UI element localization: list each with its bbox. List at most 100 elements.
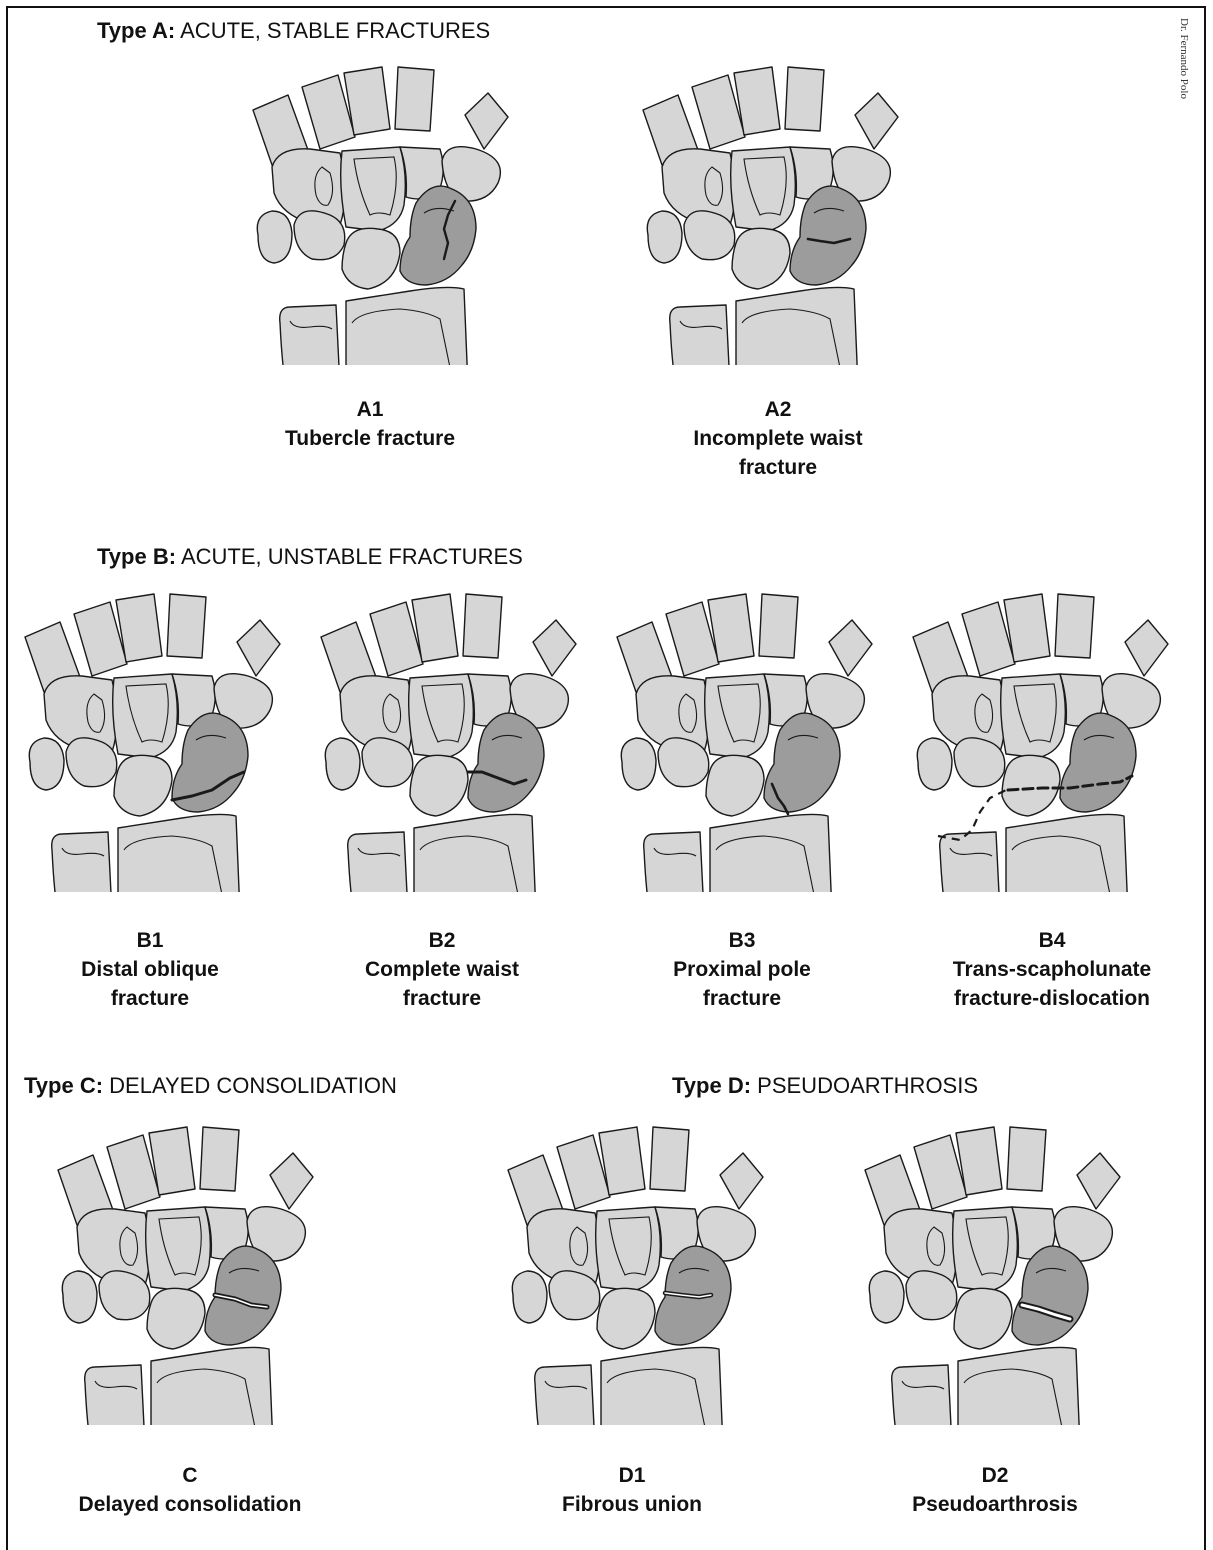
caption-b1: B1 Distal oblique fracture [0, 926, 300, 1013]
metacarpal-1-bone [237, 620, 280, 676]
ulna-bone [892, 1365, 952, 1425]
metacarpal-1-bone [855, 93, 898, 149]
pisiform-bone [869, 1271, 904, 1323]
panel-title-line2: fracture [0, 984, 300, 1013]
pisiform-bone [512, 1271, 547, 1323]
panel-code: B4 [902, 926, 1202, 955]
panel-code: A2 [628, 395, 928, 424]
panel-title: Tubercle fracture [220, 424, 520, 453]
panel-code: B2 [292, 926, 592, 955]
radius-bone [736, 287, 858, 365]
caption-d2: D2 Pseudoarthrosis [845, 1461, 1145, 1519]
lunate-bone [147, 1288, 205, 1349]
panel-title: Fibrous union [482, 1490, 782, 1519]
panel-title: Distal oblique [0, 955, 300, 984]
scaphoid-bone [400, 186, 476, 285]
ulna-bone [940, 832, 1000, 892]
caption-b4: B4 Trans-scapholunate fracture-dislocati… [902, 926, 1202, 1013]
wrist-diagram-b3 [614, 592, 914, 892]
panel-title: Pseudoarthrosis [845, 1490, 1145, 1519]
metacarpal-1-bone [1077, 1153, 1120, 1209]
author-credit: Dr. Fernando Polo [1178, 18, 1190, 99]
caption-c: C Delayed consolidation [40, 1461, 340, 1519]
ulna-bone [52, 832, 112, 892]
panel-code: D2 [845, 1461, 1145, 1490]
panel-title-line2: fracture [592, 984, 892, 1013]
heading-type-d: Type D: PSEUDOARTHROSIS [672, 1073, 978, 1099]
scaphoid-bone [1012, 1246, 1088, 1345]
panel-title: Proximal pole [592, 955, 892, 984]
lunate-bone [954, 1288, 1012, 1349]
caption-a2: A2 Incomplete waist fracture [628, 395, 928, 482]
metacarpal-2-bone [1055, 594, 1094, 658]
pisiform-bone [29, 738, 64, 790]
radius-bone [1006, 814, 1128, 892]
wrist-diagram-c [55, 1125, 355, 1425]
scaphoid-bone [1060, 713, 1136, 812]
metacarpal-2-bone [785, 67, 824, 131]
panel-code: B1 [0, 926, 300, 955]
caption-b2: B2 Complete waist fracture [292, 926, 592, 1013]
ulna-bone [280, 305, 340, 365]
metacarpal-2-bone [395, 67, 434, 131]
caption-a1: A1 Tubercle fracture [220, 395, 520, 453]
pisiform-bone [257, 211, 292, 263]
panel-title: Incomplete waist [628, 424, 928, 453]
panel-code: A1 [220, 395, 520, 424]
panel-title: Trans-scapholunate [902, 955, 1202, 984]
panel-title: Complete waist [292, 955, 592, 984]
panel-code: C [40, 1461, 340, 1490]
radius-bone [710, 814, 832, 892]
lunate-bone [732, 228, 790, 289]
lunate-bone [342, 228, 400, 289]
radius-bone [151, 1347, 273, 1425]
lunate-bone [410, 755, 468, 816]
pisiform-bone [62, 1271, 97, 1323]
wrist-diagram-b2 [318, 592, 618, 892]
wrist-diagram-a1 [250, 65, 550, 365]
pisiform-bone [621, 738, 656, 790]
metacarpal-1-bone [829, 620, 872, 676]
metacarpal-1-bone [720, 1153, 763, 1209]
scaphoid-bone [790, 186, 866, 285]
pisiform-bone [917, 738, 952, 790]
metacarpal-2-bone [167, 594, 206, 658]
heading-type-c: Type C: DELAYED CONSOLIDATION [24, 1073, 397, 1099]
radius-bone [118, 814, 240, 892]
panel-code: D1 [482, 1461, 782, 1490]
wrist-diagram-b4 [910, 592, 1210, 892]
caption-d1: D1 Fibrous union [482, 1461, 782, 1519]
metacarpal-2-bone [1007, 1127, 1046, 1191]
scaphoid-bone [764, 713, 840, 812]
radius-bone [346, 287, 468, 365]
metacarpal-2-bone [759, 594, 798, 658]
panel-title-line2: fracture [292, 984, 592, 1013]
metacarpal-1-bone [1125, 620, 1168, 676]
ulna-bone [85, 1365, 145, 1425]
heading-type-b: Type B: ACUTE, UNSTABLE FRACTURES [97, 544, 523, 570]
panel-title: Delayed consolidation [40, 1490, 340, 1519]
radius-bone [414, 814, 536, 892]
panel-title-line2: fracture-dislocation [902, 984, 1202, 1013]
metacarpal-1-bone [270, 1153, 313, 1209]
panel-title-line2: fracture [628, 453, 928, 482]
scaphoid-bone [468, 713, 544, 812]
lunate-bone [1002, 755, 1060, 816]
ulna-bone [535, 1365, 595, 1425]
metacarpal-2-bone [650, 1127, 689, 1191]
lunate-bone [114, 755, 172, 816]
metacarpal-1-bone [465, 93, 508, 149]
metacarpal-2-bone [200, 1127, 239, 1191]
metacarpal-2-bone [463, 594, 502, 658]
ulna-bone [644, 832, 704, 892]
pisiform-bone [647, 211, 682, 263]
wrist-diagram-d1 [505, 1125, 805, 1425]
panel-code: B3 [592, 926, 892, 955]
metacarpal-1-bone [533, 620, 576, 676]
wrist-diagram-a2 [640, 65, 940, 365]
wrist-diagram-d2 [862, 1125, 1162, 1425]
ulna-bone [348, 832, 408, 892]
radius-bone [958, 1347, 1080, 1425]
radius-bone [601, 1347, 723, 1425]
pisiform-bone [325, 738, 360, 790]
